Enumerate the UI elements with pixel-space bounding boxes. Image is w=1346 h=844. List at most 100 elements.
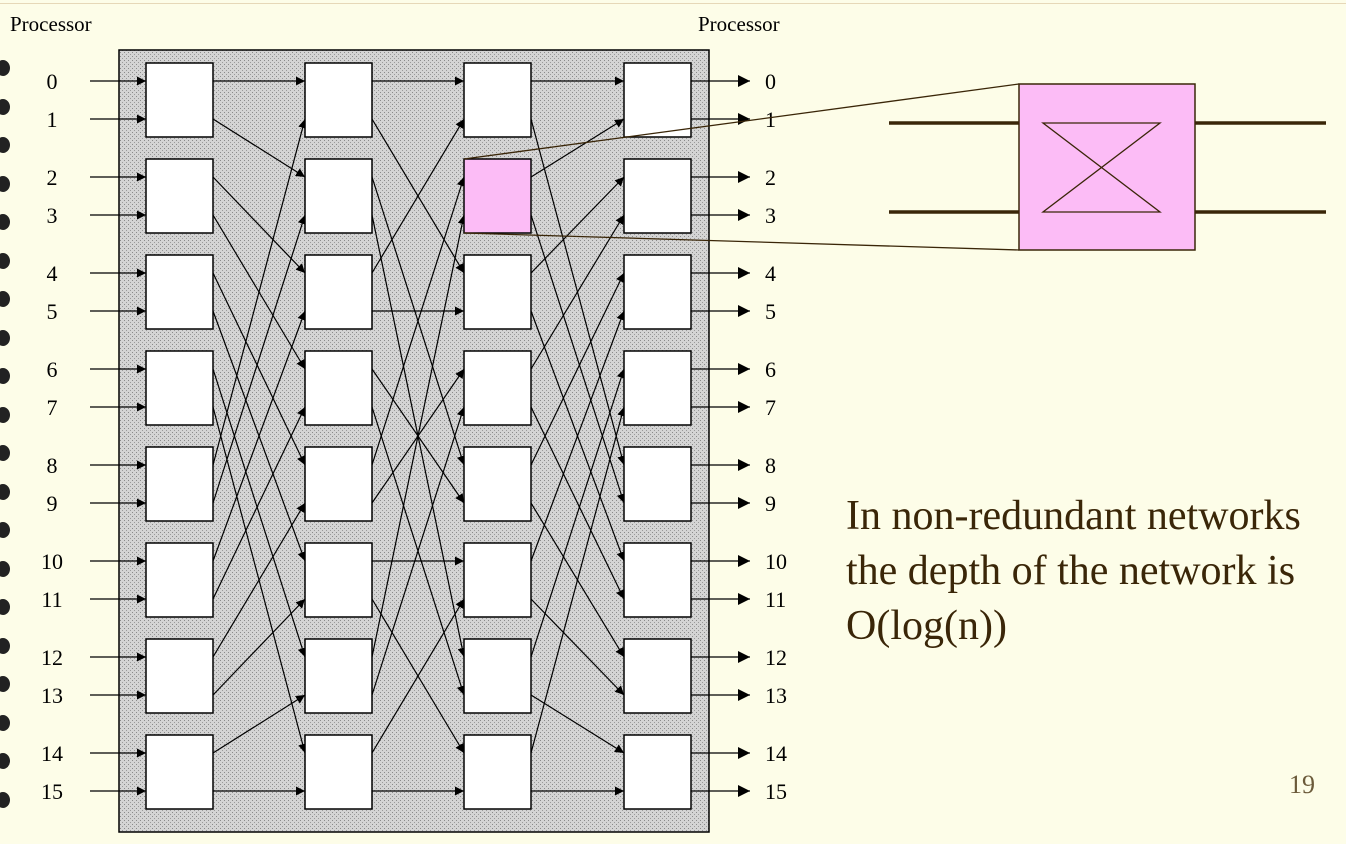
switch-box bbox=[623, 638, 692, 714]
right-processor-label: Processor bbox=[698, 12, 780, 36]
switch-box bbox=[304, 734, 373, 810]
switch-box bbox=[463, 62, 532, 138]
interstage-link bbox=[212, 272, 306, 466]
input-port-label: 13 bbox=[41, 683, 63, 708]
ring-icon bbox=[0, 753, 10, 769]
ring-icon bbox=[0, 252, 10, 269]
switch-box bbox=[145, 542, 214, 618]
switch-box bbox=[304, 62, 373, 138]
input-port-label: 7 bbox=[47, 395, 58, 420]
interstage-link bbox=[212, 502, 306, 658]
switch-box bbox=[145, 638, 214, 714]
output-port-label: 2 bbox=[765, 165, 776, 190]
interstage-link bbox=[212, 176, 306, 274]
ring-icon bbox=[0, 291, 10, 307]
input-port-label: 10 bbox=[41, 549, 63, 574]
ring-icon bbox=[0, 637, 10, 654]
switch-box bbox=[145, 62, 214, 138]
switch-box bbox=[623, 542, 692, 618]
output-port-label: 12 bbox=[765, 645, 787, 670]
interstage-link bbox=[212, 406, 306, 600]
interstage-link bbox=[530, 310, 626, 562]
output-port-label: 15 bbox=[765, 779, 787, 804]
switch-box bbox=[304, 638, 373, 714]
output-port-label: 7 bbox=[765, 395, 776, 420]
switch-box bbox=[145, 254, 214, 330]
interstage-link bbox=[530, 176, 625, 274]
switch-box bbox=[463, 350, 532, 426]
ring-icon bbox=[0, 214, 10, 230]
input-port-label: 12 bbox=[41, 645, 63, 670]
interstage-link bbox=[371, 176, 466, 466]
switch-box bbox=[304, 254, 373, 330]
ring-icon bbox=[0, 98, 10, 115]
zoomed-switch bbox=[1018, 83, 1196, 251]
switch-box bbox=[145, 350, 214, 426]
input-port-label: 5 bbox=[47, 299, 58, 324]
notebook-rings bbox=[0, 60, 14, 820]
interstage-link bbox=[530, 598, 625, 696]
input-port-label: 14 bbox=[41, 741, 63, 766]
ring-icon bbox=[0, 599, 10, 615]
output-port-label: 8 bbox=[765, 453, 776, 478]
ring-icon bbox=[0, 368, 10, 384]
switch-box bbox=[623, 350, 692, 426]
interstage-link bbox=[212, 214, 307, 504]
switch-box bbox=[463, 542, 532, 618]
switch-box bbox=[463, 734, 532, 810]
interstage-link bbox=[212, 598, 306, 696]
interstage-link bbox=[212, 118, 306, 178]
input-port-label: 11 bbox=[41, 587, 62, 612]
switch-box bbox=[145, 446, 214, 522]
network-switches bbox=[145, 62, 692, 810]
output-port-label: 13 bbox=[765, 683, 787, 708]
ring-icon bbox=[0, 560, 10, 577]
switch-box bbox=[463, 446, 532, 522]
ring-icon bbox=[0, 406, 10, 423]
input-port-label: 8 bbox=[47, 453, 58, 478]
output-port-label: 10 bbox=[765, 549, 787, 574]
interstage-link bbox=[530, 368, 626, 658]
ring-icon bbox=[0, 329, 10, 346]
interstage-link bbox=[371, 406, 466, 696]
output-port-label: 5 bbox=[765, 299, 776, 324]
switch-box bbox=[623, 254, 692, 330]
input-port-label: 0 bbox=[47, 69, 58, 94]
switch-box bbox=[304, 446, 373, 522]
ring-icon bbox=[0, 522, 10, 538]
crossbar-icon bbox=[1041, 122, 1162, 213]
interstage-link bbox=[530, 694, 625, 754]
switch-box bbox=[145, 158, 214, 234]
output-port-label: 3 bbox=[765, 203, 776, 228]
input-port-label: 1 bbox=[47, 107, 58, 132]
ring-icon bbox=[0, 60, 10, 76]
interstage-link bbox=[530, 272, 625, 466]
input-port-label: 9 bbox=[47, 491, 58, 516]
ring-icon bbox=[0, 137, 10, 153]
interstage-link bbox=[371, 214, 467, 658]
ring-icon bbox=[0, 175, 10, 192]
ring-icon bbox=[0, 676, 10, 692]
ring-icon bbox=[0, 791, 10, 808]
ring-icon bbox=[0, 445, 10, 461]
interstage-link bbox=[212, 118, 308, 466]
input-port-label: 3 bbox=[47, 203, 58, 228]
switch-zoom-callout bbox=[463, 83, 1326, 251]
zoom-guide-line bbox=[463, 232, 1020, 251]
network-links bbox=[90, 75, 750, 797]
switch-box bbox=[304, 158, 373, 234]
output-port-label: 0 bbox=[765, 69, 776, 94]
page-number: 19 bbox=[1289, 770, 1315, 799]
left-processor-label: Processor bbox=[10, 12, 92, 36]
switch-box bbox=[145, 734, 214, 810]
top-rule bbox=[0, 3, 1346, 4]
interstage-link bbox=[371, 118, 465, 274]
ring-icon bbox=[0, 483, 10, 500]
interstage-link bbox=[212, 694, 306, 754]
output-port-label: 1 bbox=[765, 107, 776, 132]
switch-box bbox=[304, 542, 373, 618]
interstage-link bbox=[530, 214, 625, 370]
io-ports: 0123456789101112131415012345678910111213… bbox=[41, 69, 787, 804]
output-port-label: 11 bbox=[765, 587, 786, 612]
